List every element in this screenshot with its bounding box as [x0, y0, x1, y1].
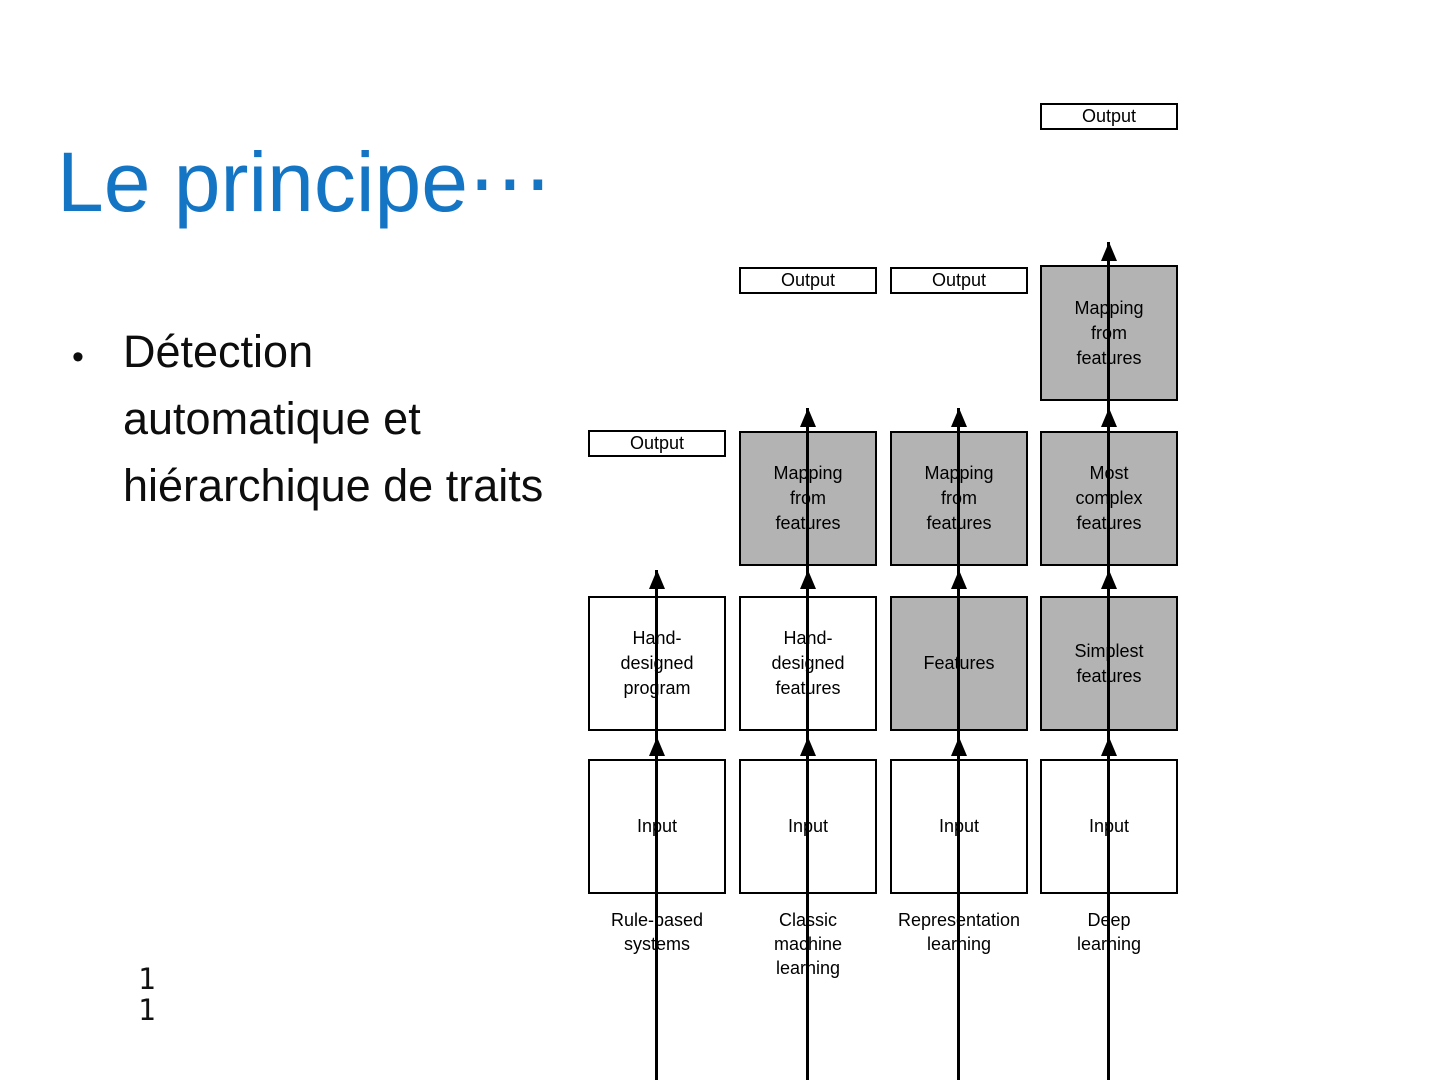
flow-line-deep — [1107, 242, 1110, 1080]
slide-title: Le principe⋯ — [57, 135, 552, 229]
page-number-line-1: 1 — [138, 962, 156, 996]
box-label-line: designed — [771, 653, 845, 673]
box-label-line: from — [789, 488, 826, 508]
box-label-line: designed — [620, 653, 694, 673]
bullet-line-1: Détection — [123, 326, 314, 377]
box-label-line: Hand- — [632, 628, 682, 648]
arrow-up-icon — [649, 570, 665, 589]
output-box-label: Output — [780, 270, 836, 290]
arrow-up-icon — [951, 570, 967, 589]
output-box-representation: Output — [890, 267, 1028, 294]
bullet-line-2: automatique et — [123, 393, 421, 444]
output-box-deep: Output — [1040, 103, 1178, 130]
box-label-line: complex — [1075, 488, 1143, 508]
arrow-up-icon — [800, 570, 816, 589]
box-label-line: Mapping — [924, 463, 994, 483]
box-label-line: program — [623, 678, 691, 698]
box-label-line: features — [1076, 347, 1142, 368]
output-box-classic-ml: Output — [739, 267, 877, 294]
arrow-up-icon — [800, 737, 816, 756]
bullet-marker: • — [72, 338, 84, 376]
output-box-label: Output — [1081, 106, 1137, 126]
box-label-line: from — [940, 488, 977, 508]
flow-line-rule-based — [655, 570, 658, 1080]
arrow-up-icon — [800, 408, 816, 427]
box-label-line: features — [1076, 665, 1142, 686]
box-label-line: features — [926, 513, 992, 533]
bullet-line-3: hiérarchique de traits — [123, 460, 544, 511]
input-box-label: Input — [938, 816, 980, 836]
page-number-line-2: 1 — [138, 993, 156, 1027]
box-label-line: Simplest — [1074, 640, 1144, 661]
bullet-text: Détection automatique et hiérarchique de… — [123, 318, 543, 519]
output-box-rule-based: Output — [588, 430, 726, 457]
arrow-up-icon — [1101, 570, 1117, 589]
box-label-line: Hand- — [783, 628, 833, 648]
arrow-up-icon — [951, 737, 967, 756]
arrow-up-icon — [1101, 242, 1117, 261]
box-label-line: features — [775, 513, 841, 533]
box-label-line: from — [1090, 322, 1127, 343]
output-box-label: Output — [931, 270, 987, 290]
input-box-label: Input — [787, 816, 829, 836]
box-label-line: features — [775, 678, 841, 698]
input-box-label: Input — [636, 816, 678, 836]
box-label-line: Features — [923, 653, 995, 673]
box-label-line: Most — [1089, 463, 1129, 483]
box-label-line: Mapping — [773, 463, 843, 483]
input-box-label: Input — [1088, 816, 1130, 836]
output-box-label: Output — [629, 433, 685, 453]
arrow-up-icon — [951, 408, 967, 427]
arrow-up-icon — [1101, 737, 1117, 756]
arrow-up-icon — [649, 737, 665, 756]
arrow-up-icon — [1101, 408, 1117, 427]
box-label-line: Mapping — [1074, 297, 1144, 318]
box-label-line: features — [1076, 513, 1142, 533]
page-number: 1 1 — [138, 964, 155, 1026]
